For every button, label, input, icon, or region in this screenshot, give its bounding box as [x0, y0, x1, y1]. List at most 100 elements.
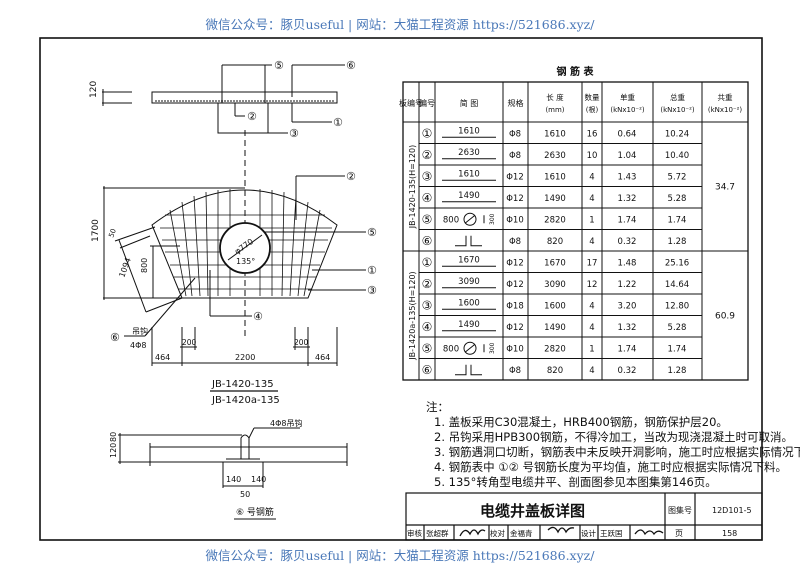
- table-border: [402, 81, 749, 381]
- total-weight: 14.64: [665, 280, 689, 290]
- dim-120: 120: [89, 81, 99, 98]
- total-weight: 1.74: [668, 344, 687, 354]
- unit-weight: 1.74: [618, 215, 637, 225]
- callout-2: ②: [247, 110, 257, 123]
- reviewer: 张超群: [426, 528, 449, 538]
- angle-label: 135°: [236, 257, 255, 266]
- hook-label: 吊钩: [132, 326, 148, 336]
- reviewer-signature: [459, 529, 486, 537]
- plate-name-1: JB-1420-135: [211, 379, 274, 390]
- total-weight: 1.28: [668, 237, 687, 247]
- header-7-unit: (kNx10⁻²): [660, 106, 695, 114]
- bar-number: ⑥: [422, 234, 433, 248]
- bar-number: ④: [422, 320, 433, 334]
- bar-spec: Φ12: [506, 172, 524, 182]
- bar-number: ①: [422, 126, 433, 140]
- bar-length: 2630: [544, 151, 566, 161]
- designer: 王跃国: [600, 529, 623, 538]
- dim-464-left: 464: [155, 353, 170, 362]
- bar-spec: Φ8: [509, 129, 521, 139]
- bar-shape-length: 800: [443, 215, 459, 225]
- bar-spec: Φ12: [506, 258, 524, 268]
- dim-140-right: 140: [251, 475, 266, 484]
- bar-shape-ring: [463, 212, 477, 226]
- unit-weight: 1.43: [618, 172, 637, 182]
- page-label: 页: [675, 529, 683, 538]
- dim-1700: 1700: [91, 219, 101, 242]
- designer-signature: [634, 529, 664, 536]
- bar-length: 2820: [544, 344, 566, 354]
- callout-6: ⑥: [346, 59, 356, 72]
- callout-3: ③: [289, 127, 299, 140]
- callouts: ⑤ ⑥ ① ② ③ ② ⑤ ① ③ ④ ⑥: [110, 59, 377, 344]
- bar-spec: Φ12: [506, 194, 524, 204]
- bar-spec: Φ10: [506, 344, 524, 354]
- bar-length: 820: [547, 237, 563, 247]
- bar-shape-length: 3090: [458, 277, 480, 287]
- bar-number: ⑤: [422, 341, 433, 355]
- check-label: 校对: [490, 528, 505, 538]
- unit-weight: 1.74: [618, 344, 637, 354]
- bar-number: ①: [422, 255, 433, 269]
- callout-1: ①: [333, 116, 343, 129]
- bar-count: 4: [589, 323, 594, 333]
- bar-number: ②: [422, 148, 433, 162]
- group-total-weight: 60.9: [715, 312, 735, 322]
- section-view: 120: [89, 64, 345, 134]
- bar-count: 17: [587, 258, 598, 268]
- callout-2b: ②: [346, 170, 356, 183]
- total-weight: 10.24: [665, 129, 689, 139]
- note-4: 4. 钢筋表中 ①② 号钢筋长度为平均值，施工时应根据实际情况下料。: [434, 460, 788, 474]
- bar-shape-ring: [463, 341, 477, 355]
- header-4: 长 度: [546, 92, 564, 102]
- bar-spec: Φ8: [509, 237, 521, 247]
- bar-shape-length: 1610: [458, 169, 480, 179]
- header-5-unit: (根): [586, 105, 599, 114]
- header-4-unit: (mm): [545, 106, 564, 114]
- bar-count: 4: [589, 172, 594, 182]
- dim-80: 80: [109, 432, 118, 442]
- header-0: 板编号: [399, 98, 423, 108]
- hook-note: 4Φ8吊钩: [270, 418, 302, 428]
- bar-shape-length: 800: [443, 344, 459, 354]
- hook-detail: 4Φ8吊钩 80 120 140 140 50 ⑥ 号钢筋: [109, 418, 348, 520]
- note-2: 2. 吊钩采用HPB300钢筋，不得冷加工，当改为现浇混凝土时可取消。: [434, 430, 794, 444]
- bar-shape-length: 1600: [458, 298, 480, 308]
- total-weight: 25.16: [665, 258, 689, 268]
- total-weight: 1.74: [668, 215, 687, 225]
- bar-count: 4: [589, 301, 594, 311]
- header-3: 规格: [508, 98, 524, 108]
- bar-spec: Φ8: [509, 366, 521, 376]
- drawing-title: 电缆井盖板详图: [480, 502, 585, 520]
- header-7: 总重: [670, 92, 685, 102]
- bar-count: 16: [587, 129, 598, 139]
- bar-length: 820: [547, 366, 563, 376]
- bar-spec: Φ8: [509, 151, 521, 161]
- note-1: 1. 盖板采用C30混凝土，HRB400钢筋，钢筋保护层20。: [434, 415, 728, 429]
- note-3: 3. 钢筋遇洞口切断，钢筋表中未反映开洞影响，施工时应根据实际情况下料。: [434, 445, 800, 459]
- hook-spec: 4Φ8: [130, 341, 146, 350]
- header-8: 共重: [718, 93, 733, 102]
- unit-weight: 0.32: [618, 366, 637, 376]
- unit-weight: 0.32: [618, 237, 637, 247]
- bar-count: 1: [589, 344, 594, 354]
- unit-weight: 3.20: [618, 301, 637, 311]
- bar-shape-dim: 300: [489, 213, 496, 225]
- bar-length: 1610: [544, 129, 566, 139]
- checker-signature: [547, 526, 575, 534]
- bar-shape-length: 1490: [458, 320, 480, 330]
- bar-shape-length: 1670: [458, 255, 480, 265]
- bar-number: ⑥: [422, 363, 433, 377]
- bar-count: 4: [589, 194, 594, 204]
- bar-number: ③: [422, 169, 433, 183]
- bar-number: ⑤: [422, 212, 433, 226]
- callout-6b: ⑥: [110, 331, 120, 344]
- bar-length: 2820: [544, 215, 566, 225]
- header-2: 简 图: [460, 98, 479, 108]
- sheet-frame: [39, 37, 763, 541]
- unit-weight: 1.32: [618, 194, 637, 204]
- bar-spec: Φ12: [506, 323, 524, 333]
- unit-weight: 1.48: [618, 258, 637, 268]
- note-5: 5. 135°转角型电缆井平、剖面图参见本图集第146页。: [434, 475, 717, 489]
